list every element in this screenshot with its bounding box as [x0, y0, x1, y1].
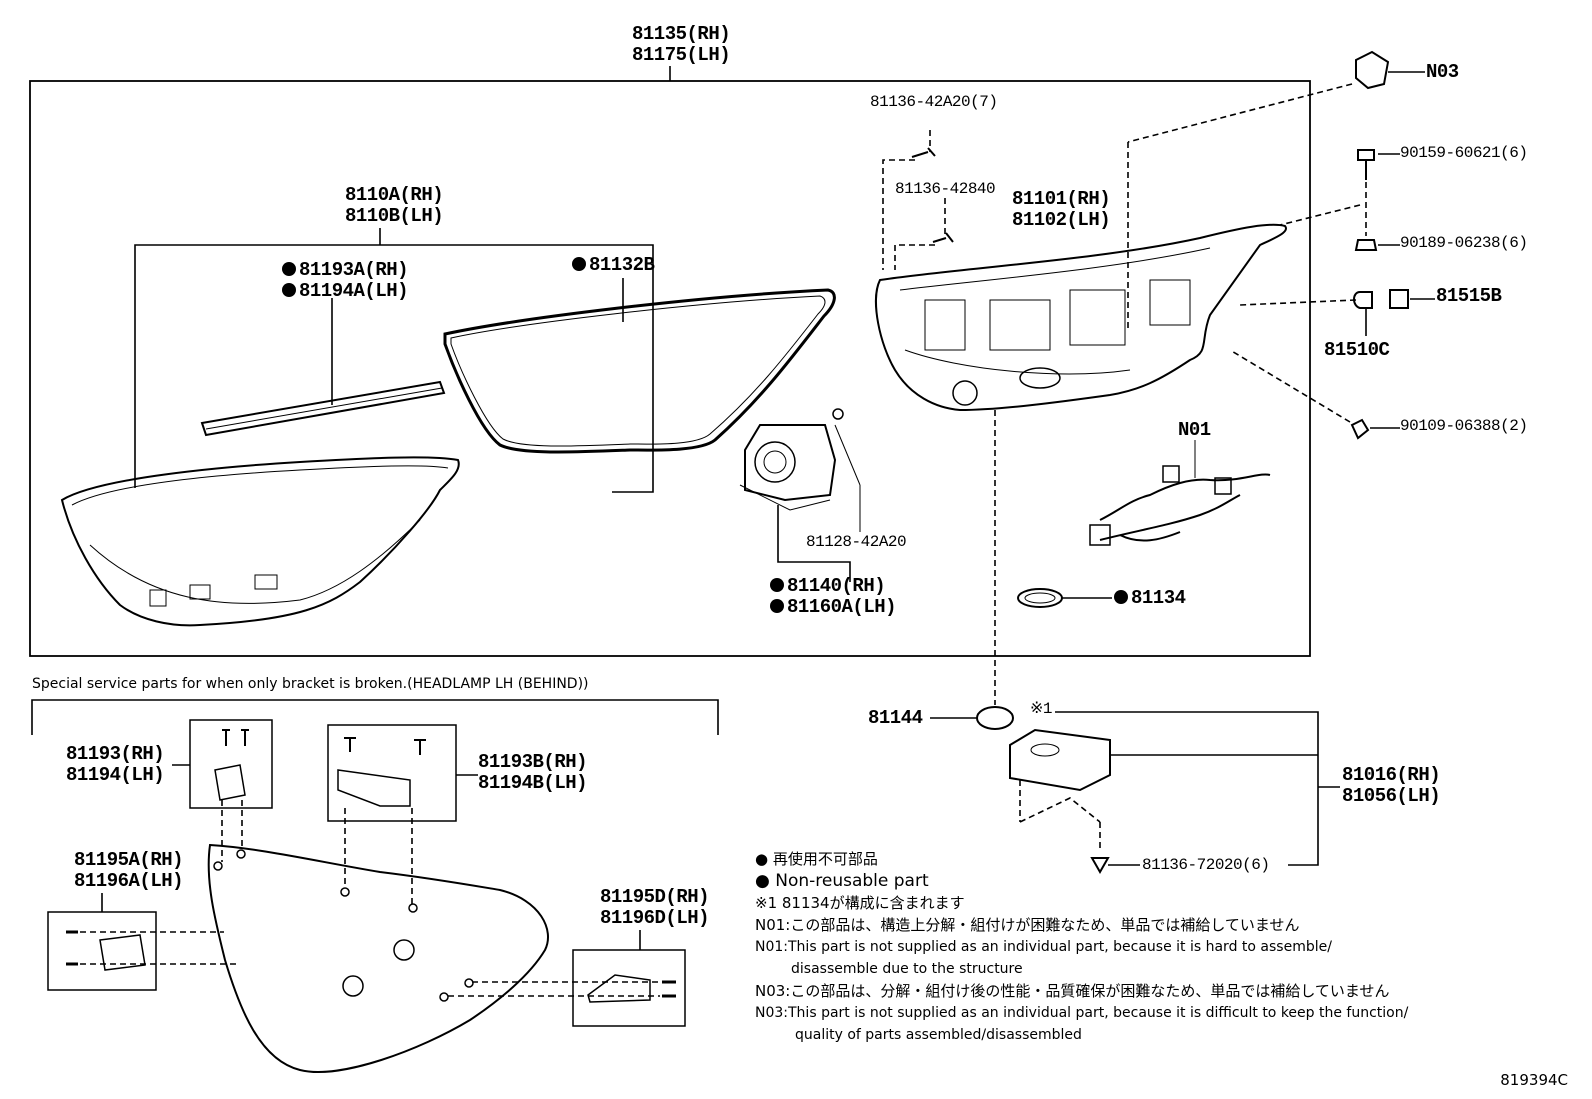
- clip: [1350, 418, 1370, 440]
- label-gasket-top[interactable]: 81193A(RH) 81194A(LH): [282, 260, 409, 302]
- label-seal[interactable]: 81132B: [572, 255, 655, 276]
- label-n03[interactable]: N03: [1426, 61, 1459, 83]
- note-7: N03:この部品は、分解・組付け後の性能・品質確保が困難なため、単品では補給して…: [755, 982, 1390, 1000]
- screw-single: [932, 232, 954, 243]
- label-note-ref: ※1: [1030, 700, 1053, 718]
- label-unit[interactable]: 81140(RH) 81160A(LH): [770, 576, 897, 618]
- note-4: N01:この部品は、構造上分解・組付けが困難なため、単品では補給していません: [755, 916, 1300, 934]
- non-reusable-dot-icon: [282, 262, 296, 276]
- note-9: quality of parts assembled/disassembled: [795, 1027, 1082, 1043]
- note-8: N03:This part is not supplied as an indi…: [755, 1005, 1409, 1021]
- cap: [976, 706, 1014, 730]
- leader-unit: [777, 505, 851, 582]
- lens: [60, 456, 460, 627]
- non-reusable-dot-icon: [1114, 590, 1128, 604]
- non-reusable-dot-icon: [282, 283, 296, 297]
- label-screw-ballast[interactable]: 81136-72020(6): [1142, 856, 1270, 874]
- service-bracket: [31, 699, 719, 735]
- label-bracket-c[interactable]: 81195A(RH)81196A(LH): [74, 849, 184, 892]
- label-assy-top[interactable]: 81135(RH)81175(LH): [632, 23, 731, 66]
- housing: [874, 223, 1287, 412]
- label-screw-unit[interactable]: 81128-42A20: [806, 533, 907, 551]
- screw-ballast: [1090, 857, 1110, 875]
- label-bulb[interactable]: 81510C: [1324, 339, 1390, 361]
- wire-harness: [1099, 473, 1271, 542]
- screw-7: [911, 147, 936, 158]
- label-bracket-d[interactable]: 81195D(RH)81196D(LH): [600, 886, 710, 929]
- label-bracket-b[interactable]: 81193B(RH)81194B(LH): [478, 751, 588, 794]
- ballast: [1009, 728, 1111, 792]
- bulb: [1353, 291, 1373, 309]
- non-reusable-dot-icon: [770, 599, 784, 613]
- label-n01[interactable]: N01: [1178, 419, 1211, 441]
- label-housing[interactable]: 81101(RH)81102(LH): [1012, 188, 1111, 231]
- n03-part: [1355, 50, 1390, 90]
- note-1: ● 再使用不可部品: [755, 850, 878, 868]
- bracket-b-box: [327, 724, 457, 822]
- label-ring[interactable]: 81134: [1114, 588, 1186, 609]
- label-ballast[interactable]: 81016(RH)81056(LH): [1342, 764, 1441, 807]
- projector-unit: [744, 424, 837, 502]
- housing-back: [207, 843, 549, 1073]
- note-2: ● Non-reusable part: [755, 871, 929, 891]
- label-bracket-a[interactable]: 81193(RH)81194(LH): [66, 743, 165, 786]
- note-6: disassemble due to the structure: [791, 961, 1023, 977]
- label-lens[interactable]: 8110A(RH)8110B(LH): [345, 184, 444, 227]
- seal-loop: [443, 288, 836, 454]
- legend-notes: ● 再使用不可部品 ● Non-reusable part ※1 81134が構…: [755, 848, 1408, 1046]
- non-reusable-dot-icon: [770, 578, 784, 592]
- bracket-d-box: [572, 949, 686, 1027]
- assembly-frame: [29, 80, 1311, 657]
- non-reusable-dot-icon: [572, 257, 586, 271]
- label-cap[interactable]: 81144: [868, 707, 923, 729]
- gasket-strip: [200, 380, 446, 437]
- note-3: ※1 81134が構成に含まれます: [755, 894, 965, 912]
- leader-lens: [134, 244, 654, 493]
- label-bolt-a[interactable]: 90159-60621(6): [1400, 144, 1528, 162]
- diagram-code: 819394C: [1500, 1071, 1568, 1089]
- bracket-a-box: [189, 719, 273, 809]
- label-clip[interactable]: 90109-06388(2): [1400, 417, 1528, 435]
- bolt-a: [1357, 149, 1375, 180]
- label-socket[interactable]: 81515B: [1436, 285, 1502, 307]
- label-nut-b[interactable]: 90189-06238(6): [1400, 234, 1528, 252]
- label-screw-7[interactable]: 81136-42A20(7): [870, 93, 998, 111]
- service-caption: Special service parts for when only brac…: [32, 676, 589, 692]
- label-screw-single[interactable]: 81136-42840: [895, 180, 996, 198]
- note-5: N01:This part is not supplied as an indi…: [755, 939, 1332, 955]
- nut-b: [1354, 239, 1378, 251]
- socket: [1389, 289, 1409, 309]
